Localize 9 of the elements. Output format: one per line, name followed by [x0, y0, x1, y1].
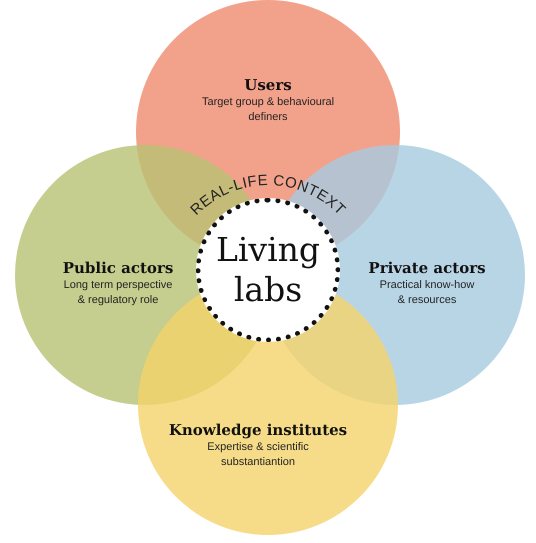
center-title: Living labs: [214, 230, 322, 310]
description: Practical know-how & resources: [378, 278, 476, 308]
description: Target group & behavioural definers: [200, 95, 336, 125]
heading: Users: [244, 75, 292, 95]
heading: Private actors: [368, 258, 486, 278]
heading: Public actors: [62, 258, 174, 278]
heading: Knowledge institutes: [168, 420, 348, 440]
description: Long term perspective & regulatory role: [62, 278, 174, 308]
description: Expertise & scientific substantiantion: [206, 440, 310, 470]
